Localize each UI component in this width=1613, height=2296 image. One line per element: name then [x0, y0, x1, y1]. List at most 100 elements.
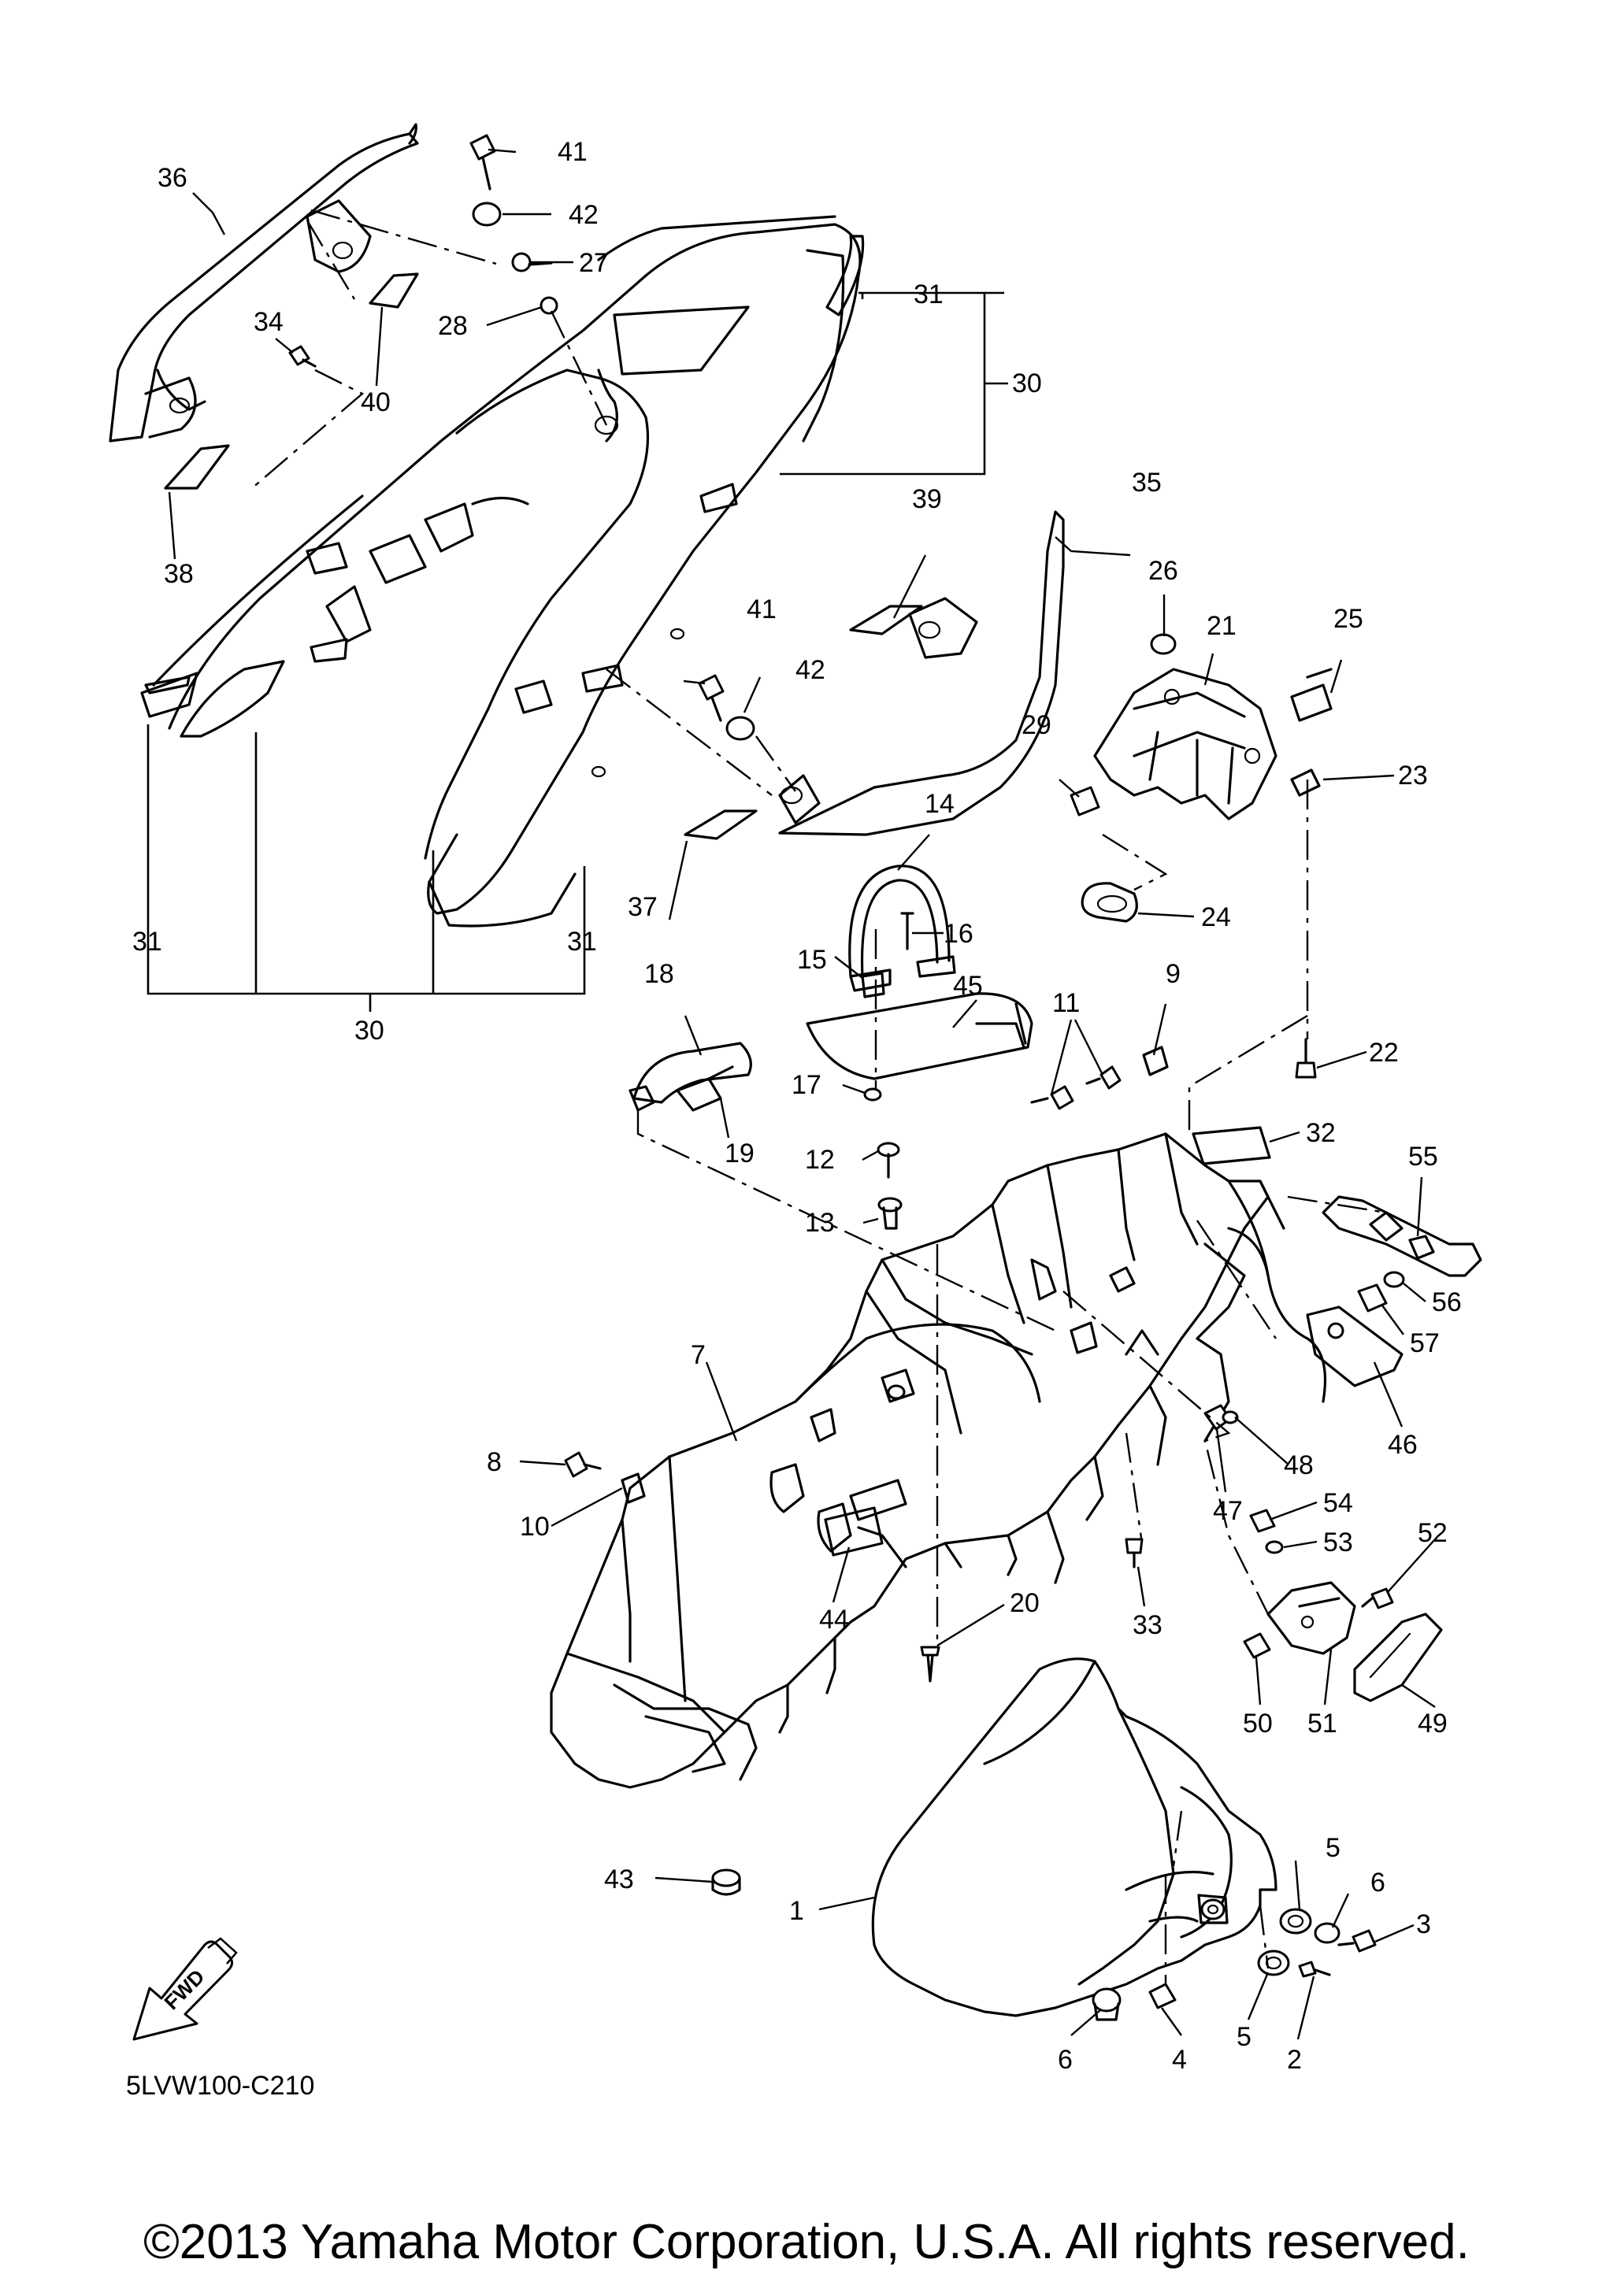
rivet-part-13[interactable]	[877, 1197, 903, 1230]
collar-part-57[interactable]	[1357, 1283, 1388, 1313]
callout-51: 51	[1307, 1709, 1337, 1739]
callout-1: 1	[789, 1896, 804, 1926]
callout-6b: 6	[1370, 1868, 1385, 1898]
callout-2: 2	[1287, 2045, 1302, 2075]
bolt-part-34[interactable]	[288, 345, 317, 368]
clamp-part-19[interactable]	[676, 1065, 734, 1112]
callout-22: 22	[1369, 1038, 1399, 1068]
bolt-part-2[interactable]	[1298, 1961, 1331, 1978]
washer-part-48[interactable]	[1222, 1410, 1239, 1424]
pad-part-39[interactable]	[849, 605, 923, 635]
callout-4: 4	[1172, 2045, 1187, 2075]
clip-part-29[interactable]	[1070, 786, 1100, 817]
callout-5b: 5	[1237, 2022, 1251, 2052]
copyright-notice: ©2013 Yamaha Motor Corporation, U.S.A. A…	[143, 2215, 1470, 2269]
callout-54: 54	[1323, 1488, 1353, 1518]
label-part-32[interactable]	[1192, 1126, 1271, 1165]
callout-5a: 5	[1326, 1833, 1340, 1863]
group-bracket-30-bottom	[146, 724, 586, 1012]
callout-53: 53	[1323, 1528, 1353, 1557]
assembly-lines	[251, 209, 1387, 1984]
collar-part-42-top[interactable]	[472, 202, 502, 227]
bolt-part-41-top[interactable]	[469, 134, 496, 191]
nut-part-28[interactable]	[540, 296, 558, 315]
callout-47: 47	[1213, 1496, 1243, 1526]
plate-part-46[interactable]	[1306, 1305, 1403, 1387]
screw-part-52[interactable]	[1361, 1587, 1394, 1609]
grommet-part-6-left[interactable]	[1092, 1987, 1122, 2021]
callout-50: 50	[1243, 1709, 1273, 1739]
label-part-44[interactable]	[824, 1506, 884, 1557]
callout-15: 15	[797, 945, 827, 975]
screw-part-12[interactable]	[877, 1142, 900, 1179]
collar-part-5-upper[interactable]	[1279, 1908, 1312, 1935]
clip-part-15[interactable]	[861, 972, 885, 998]
callout-31a: 31	[914, 280, 944, 309]
cap-part-43[interactable]	[711, 1868, 741, 1896]
callout-26: 26	[1148, 556, 1178, 586]
cover-part-45[interactable]	[806, 992, 1033, 1080]
front-fender-part-1[interactable]	[871, 1657, 1277, 2017]
callout-28: 28	[438, 311, 468, 341]
screw-part-33[interactable]	[1125, 1538, 1144, 1568]
bracket-part-21[interactable]	[1093, 668, 1277, 820]
band-part-14[interactable]	[848, 865, 956, 992]
callout-44: 44	[819, 1605, 849, 1635]
nut-part-54[interactable]	[1249, 1509, 1276, 1533]
grommet-part-24[interactable]	[1081, 882, 1138, 923]
callout-6a: 6	[1058, 2045, 1073, 2075]
callout-45: 45	[953, 971, 983, 1001]
band-part-18[interactable]	[629, 1042, 752, 1112]
stripe-part-31-top[interactable]	[825, 235, 865, 317]
collar-part-50[interactable]	[1243, 1632, 1271, 1659]
bolt-part-8[interactable]	[564, 1451, 602, 1478]
rear-cowl-part-30[interactable]	[140, 215, 862, 928]
callout-13: 13	[805, 1208, 835, 1238]
push-rivet-part-20[interactable]	[920, 1646, 940, 1683]
callout-52: 52	[1418, 1518, 1448, 1548]
callout-30b: 30	[354, 1016, 384, 1046]
callout-43: 43	[604, 1865, 634, 1894]
nut-part-10[interactable]	[621, 1472, 646, 1504]
callout-42b: 42	[795, 655, 825, 685]
collar-part-42-mid[interactable]	[725, 716, 755, 741]
rivet-part-16[interactable]	[900, 912, 914, 950]
callout-10: 10	[520, 1512, 550, 1542]
callout-31b: 31	[132, 927, 162, 957]
pad-part-37[interactable]	[684, 809, 758, 840]
bracket-part-55[interactable]	[1322, 1195, 1482, 1277]
bolt-part-41-mid[interactable]	[698, 674, 725, 722]
callout-42a: 42	[569, 200, 599, 230]
washer-part-53[interactable]	[1265, 1540, 1284, 1554]
bracket-part-51[interactable]	[1266, 1581, 1356, 1655]
callout-38: 38	[164, 559, 194, 589]
bolt-part-22[interactable]	[1295, 1038, 1317, 1079]
cap-part-26[interactable]	[1150, 633, 1177, 655]
bolt-part-3[interactable]	[1337, 1929, 1377, 1953]
callout-3: 3	[1416, 1909, 1431, 1939]
pad-part-38[interactable]	[164, 444, 230, 490]
clip-part-25[interactable]	[1290, 668, 1333, 722]
nut-part-4[interactable]	[1148, 1983, 1177, 2009]
pad-part-40[interactable]	[369, 272, 419, 309]
washer-part-56[interactable]	[1383, 1271, 1405, 1288]
callout-46: 46	[1388, 1430, 1418, 1460]
collar-part-5-lower[interactable]	[1257, 1950, 1290, 1976]
callout-40: 40	[361, 387, 391, 417]
callout-21: 21	[1207, 611, 1237, 641]
callout-37: 37	[628, 892, 658, 922]
callout-14: 14	[925, 789, 955, 819]
stripe-part-31-side[interactable]	[144, 676, 191, 694]
callout-18: 18	[644, 959, 674, 989]
screw-part-27[interactable]	[511, 252, 553, 272]
callout-41b: 41	[747, 594, 777, 624]
group-bracket-30-top	[780, 291, 1008, 476]
reflector-part-49[interactable]	[1353, 1613, 1443, 1702]
nut-part-23[interactable]	[1290, 768, 1321, 797]
bolts-part-11[interactable]	[1030, 1065, 1122, 1110]
washer-part-6-right[interactable]	[1314, 1922, 1340, 1944]
washer-part-17[interactable]	[863, 1087, 882, 1102]
callout-55: 55	[1408, 1142, 1438, 1172]
callout-20: 20	[1010, 1588, 1040, 1618]
